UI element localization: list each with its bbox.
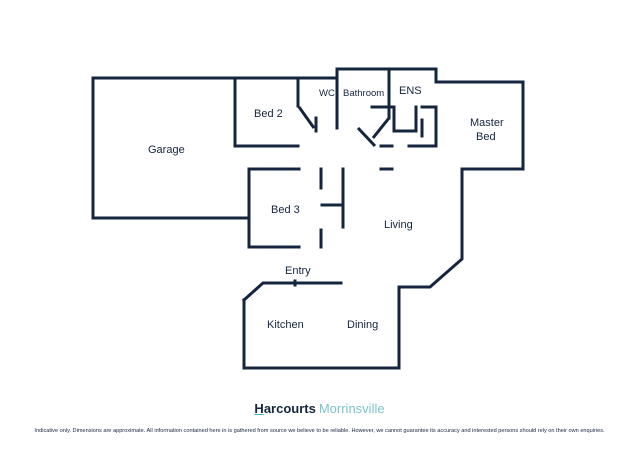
- agency-name-rest: arcourts: [263, 401, 316, 416]
- kitchen-label: Kitchen: [267, 319, 304, 331]
- bed2-door: [297, 106, 316, 129]
- master-label-line2: Bed: [476, 131, 496, 143]
- bathroom-door: [356, 126, 377, 148]
- garage-walls: [91, 76, 300, 220]
- agency-name-initial: H: [254, 401, 264, 416]
- bed3-right-wall: [319, 167, 345, 229]
- master-walls: [434, 80, 525, 171]
- bathroom-top-wall: [335, 67, 438, 84]
- garage-label: Garage: [148, 144, 185, 156]
- ens-label: ENS: [399, 85, 422, 97]
- bed2-label: Bed 2: [254, 108, 283, 120]
- living-label: Living: [384, 219, 413, 231]
- master-label-line1: Master: [470, 117, 504, 129]
- wc-label: WC: [319, 88, 335, 99]
- dining-label: Dining: [347, 319, 378, 331]
- disclaimer-text: Indicative only. Dimensions are approxim…: [34, 428, 605, 434]
- entry-label: Entry: [285, 265, 311, 277]
- bathroom-door-2: [371, 117, 391, 139]
- bed3-walls: [247, 167, 301, 249]
- bathroom-label: Bathroom: [343, 88, 384, 99]
- ens-closet: [407, 105, 438, 148]
- bed3-label: Bed 3: [271, 204, 300, 216]
- kitchen-top-wall: [241, 281, 401, 370]
- living-right-wall: [397, 167, 464, 370]
- agency-office: Morrinsville: [318, 401, 385, 416]
- bath-fixture: [370, 105, 418, 133]
- agency-name: Harcourts: [254, 401, 315, 416]
